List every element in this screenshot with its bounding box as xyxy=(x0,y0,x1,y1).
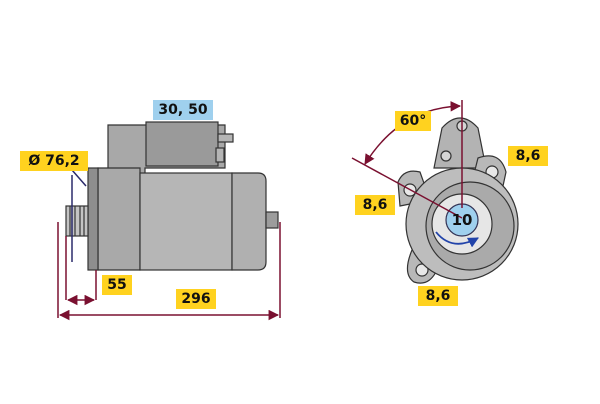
shaft-end xyxy=(265,211,279,229)
side-view xyxy=(65,121,279,271)
solenoid-terminal-lower xyxy=(215,147,225,163)
bolt-hole-bottom-label: 8,6 xyxy=(418,286,458,306)
rotation-angle-label: 60° xyxy=(395,111,431,131)
solenoid-terminals-label: 30, 50 xyxy=(153,100,213,120)
solenoid-cap xyxy=(145,121,219,167)
mounting-flange xyxy=(87,167,99,271)
motor-body xyxy=(139,172,233,271)
rotation-icon xyxy=(435,231,479,248)
solenoid-terminal xyxy=(217,133,234,143)
bolt-hole-left-label: 8,6 xyxy=(355,195,395,215)
pinion-gear xyxy=(65,205,89,237)
side-dimension-lines xyxy=(57,169,281,321)
rotation-indicator xyxy=(435,231,479,248)
end-cap xyxy=(231,172,267,271)
flange-diameter-label: Ø 76,2 xyxy=(20,151,88,171)
pinion-teeth-label: 10 xyxy=(451,211,473,229)
front-view xyxy=(397,117,519,284)
overall-length-label: 296 xyxy=(176,289,216,309)
bolt-hole-top-right-label: 8,6 xyxy=(508,146,548,166)
nose-housing xyxy=(97,167,141,271)
pinion-to-flange-label: 55 xyxy=(102,275,132,295)
